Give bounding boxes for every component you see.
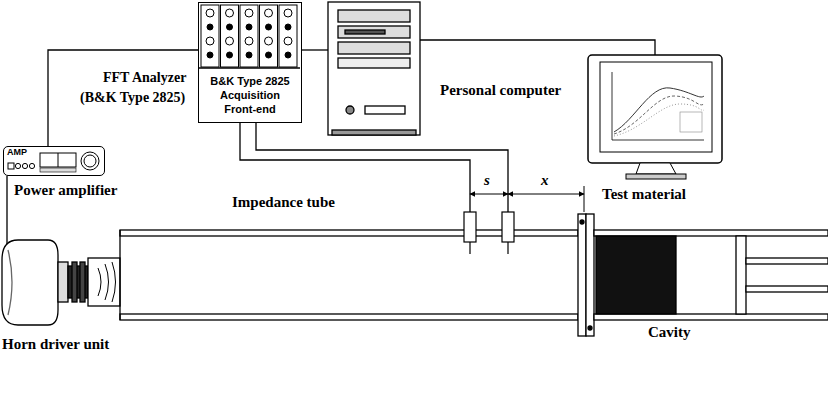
horn-driver bbox=[2, 240, 120, 325]
test-material-block bbox=[596, 236, 676, 314]
amplifier-box: AMP bbox=[3, 146, 105, 176]
dimension-lines bbox=[470, 186, 584, 212]
part-label: FFT Analyzer bbox=[103, 70, 186, 86]
impedance-tube bbox=[120, 230, 578, 320]
analyzer-label: B&K Type 2825 Acquisition Front-end bbox=[199, 69, 301, 122]
microphones bbox=[464, 212, 514, 254]
analyzer-modules bbox=[199, 3, 300, 69]
part-label: Test material bbox=[602, 186, 686, 203]
computer-monitor bbox=[588, 55, 722, 179]
signal-wire bbox=[48, 50, 198, 146]
part-label: Impedance tube bbox=[232, 194, 335, 211]
analyzer-box: B&K Type 2825 Acquisition Front-end bbox=[198, 2, 302, 123]
computer-tower bbox=[328, 2, 420, 135]
sample-holder bbox=[578, 214, 828, 336]
dimension-label: x bbox=[541, 172, 549, 189]
part-label: (B&K Type 2825) bbox=[80, 90, 185, 106]
amplifier-label: AMP bbox=[7, 148, 27, 157]
part-label: Personal computer bbox=[440, 82, 561, 99]
part-label: Power amplifier bbox=[14, 182, 117, 199]
dimension-label: s bbox=[484, 172, 490, 189]
part-label: Cavity bbox=[648, 324, 691, 341]
part-label: Horn driver unit bbox=[2, 336, 109, 353]
